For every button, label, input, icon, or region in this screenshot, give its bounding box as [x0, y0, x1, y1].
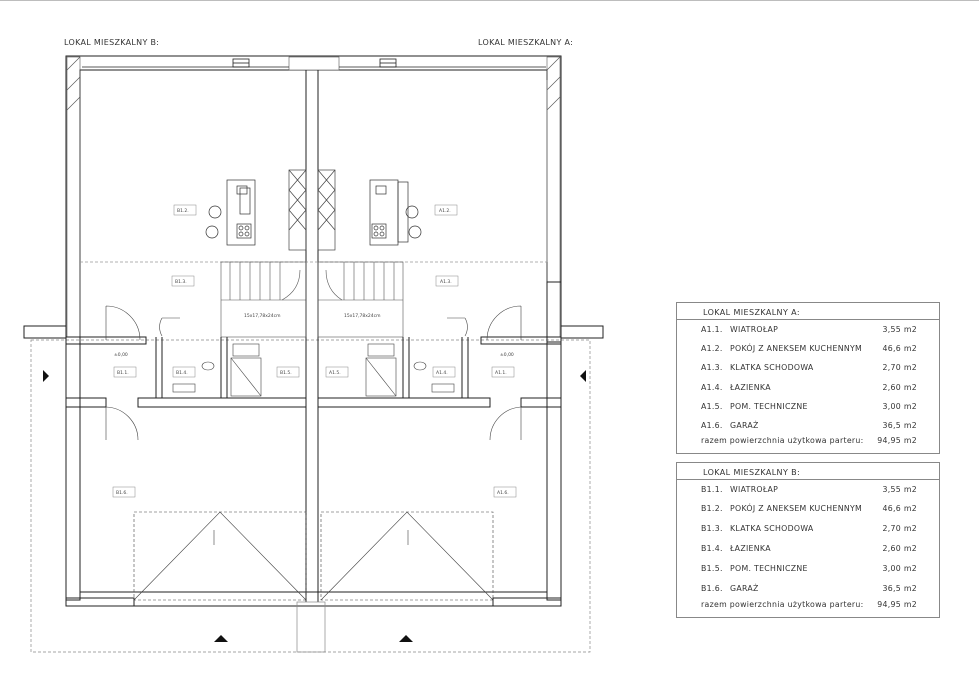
table-row: B1.3. KLATKA SCHODOWA 2,70 m2	[677, 524, 939, 538]
row-name: ŁAZIENKA	[730, 383, 771, 392]
total-value: 94,95 m2	[877, 600, 917, 609]
table-row: B1.5. POM. TECHNICZNE 3,00 m2	[677, 564, 939, 578]
room-b16-label: B1.6.	[116, 490, 128, 496]
row-area: 2,60 m2	[882, 383, 917, 392]
row-code: A1.2.	[701, 344, 723, 353]
row-code: B1.1.	[701, 485, 723, 494]
row-code: A1.5.	[701, 402, 723, 411]
room-a11-label: A1.1.	[495, 370, 507, 376]
row-area: 36,5 m2	[882, 421, 917, 430]
table-row: A1.5. POM. TECHNICZNE 3,00 m2	[677, 402, 939, 416]
row-code: A1.3.	[701, 363, 723, 372]
row-area: 3,00 m2	[882, 402, 917, 411]
interior-partitions	[23, 281, 604, 408]
table-a-separator	[677, 319, 939, 320]
row-code: B1.4.	[701, 544, 723, 553]
level-mark-right: ±0,00	[500, 352, 514, 358]
row-code: A1.4.	[701, 383, 723, 392]
row-name: KLATKA SCHODOWA	[730, 524, 814, 533]
table-row: A1.3. KLATKA SCHODOWA 2,70 m2	[677, 363, 939, 377]
row-name: POM. TECHNICZNE	[730, 402, 808, 411]
row-area: 2,60 m2	[882, 544, 917, 553]
garage-doors	[133, 511, 494, 601]
table-row: A1.1. WIATROŁAP 3,55 m2	[677, 325, 939, 339]
row-area: 36,5 m2	[882, 584, 917, 593]
row-code: B1.3.	[701, 524, 723, 533]
room-labels: B1.2. A1.2. B1.3. A1.3. B1.1. B1.4. B1.5…	[112, 204, 517, 498]
entrance-arrow-garage-b-icon	[214, 635, 228, 642]
bathroom-fixtures	[172, 343, 455, 397]
wall-hatching	[66, 56, 561, 338]
stair-a-dimension: 15x17,78x24cm	[344, 313, 381, 319]
row-name: ŁAZIENKA	[730, 544, 771, 553]
top-border-line	[0, 0, 979, 1]
room-a14-label: A1.4.	[436, 370, 448, 376]
row-area: 3,55 m2	[882, 485, 917, 494]
total-value: 94,95 m2	[877, 436, 917, 445]
entrance-arrow-garage-a-icon	[399, 635, 413, 642]
row-area: 2,70 m2	[882, 524, 917, 533]
room-b15-label: B1.5.	[280, 370, 292, 376]
row-name: POKÓJ Z ANEKSEM KUCHENNYM	[730, 504, 863, 513]
room-a13-label: A1.3.	[440, 279, 452, 285]
door-swings	[105, 305, 522, 441]
row-name: GARAŻ	[730, 421, 759, 430]
area-table-unit-a: LOKAL MIESZKALNY A: A1.1. WIATROŁAP 3,55…	[676, 302, 940, 454]
table-row: B1.2. POKÓJ Z ANEKSEM KUCHENNYM 46,6 m2	[677, 504, 939, 518]
table-b-separator	[677, 479, 939, 480]
top-windows	[82, 58, 546, 68]
table-row: B1.1. WIATROŁAP 3,55 m2	[677, 485, 939, 499]
row-name: GARAŻ	[730, 584, 759, 593]
room-b11-label: B1.1.	[117, 370, 129, 376]
room-b14-label: B1.4.	[176, 370, 188, 376]
table-total-row: razem powierzchnia użytkowa parteru: 94,…	[677, 436, 939, 450]
total-label: razem powierzchnia użytkowa parteru:	[701, 600, 864, 609]
table-total-row: razem powierzchnia użytkowa parteru: 94,…	[677, 600, 939, 614]
room-b13-label: B1.3.	[175, 279, 187, 285]
table-row: A1.4. ŁAZIENKA 2,60 m2	[677, 383, 939, 397]
row-name: KLATKA SCHODOWA	[730, 363, 814, 372]
garage-walls	[65, 406, 562, 607]
row-code: A1.6.	[701, 421, 723, 430]
row-code: A1.1.	[701, 325, 723, 334]
total-label: razem powierzchnia użytkowa parteru:	[701, 436, 864, 445]
kitchen-fixtures	[205, 179, 422, 246]
row-name: WIATROŁAP	[730, 325, 779, 334]
row-area: 3,55 m2	[882, 325, 917, 334]
row-code: B1.5.	[701, 564, 723, 573]
entrance-arrows	[43, 370, 586, 642]
row-name: POM. TECHNICZNE	[730, 564, 808, 573]
table-b-title: LOKAL MIESZKALNY B:	[703, 468, 801, 477]
entrance-arrow-right-icon	[580, 370, 586, 382]
row-name: WIATROŁAP	[730, 485, 779, 494]
unit-b-heading: LOKAL MIESZKALNY B:	[64, 38, 159, 47]
row-name: POKÓJ Z ANEKSEM KUCHENNYM	[730, 344, 863, 353]
table-a-title: LOKAL MIESZKALNY A:	[703, 308, 800, 317]
ventilation-shafts	[288, 169, 336, 251]
room-b12-label: B1.2.	[177, 208, 189, 214]
row-code: B1.6.	[701, 584, 723, 593]
row-area: 46,6 m2	[882, 504, 917, 513]
row-code: B1.2.	[701, 504, 723, 513]
room-a16-label: A1.6.	[497, 490, 509, 496]
plot-boundary-dashed	[30, 339, 591, 653]
row-area: 2,70 m2	[882, 363, 917, 372]
table-row: B1.4. ŁAZIENKA 2,60 m2	[677, 544, 939, 558]
table-row: A1.2. POKÓJ Z ANEKSEM KUCHENNYM 46,6 m2	[677, 344, 939, 358]
row-area: 3,00 m2	[882, 564, 917, 573]
row-area: 46,6 m2	[882, 344, 917, 353]
outer-walls	[65, 55, 562, 607]
staircases	[220, 261, 404, 338]
level-mark-left: ±0,00	[114, 352, 128, 358]
room-a12-label: A1.2.	[439, 208, 451, 214]
entrance-arrow-left-icon	[43, 370, 49, 382]
area-table-unit-b: LOKAL MIESZKALNY B: B1.1. WIATROŁAP 3,55…	[676, 462, 940, 618]
stair-b-dimension: 15x17,78x24cm	[244, 313, 281, 319]
unit-a-heading: LOKAL MIESZKALNY A:	[478, 38, 573, 47]
table-row: A1.6. GARAŻ 36,5 m2	[677, 421, 939, 435]
table-row: B1.6. GARAŻ 36,5 m2	[677, 584, 939, 598]
room-a15-label: A1.5.	[329, 370, 341, 376]
